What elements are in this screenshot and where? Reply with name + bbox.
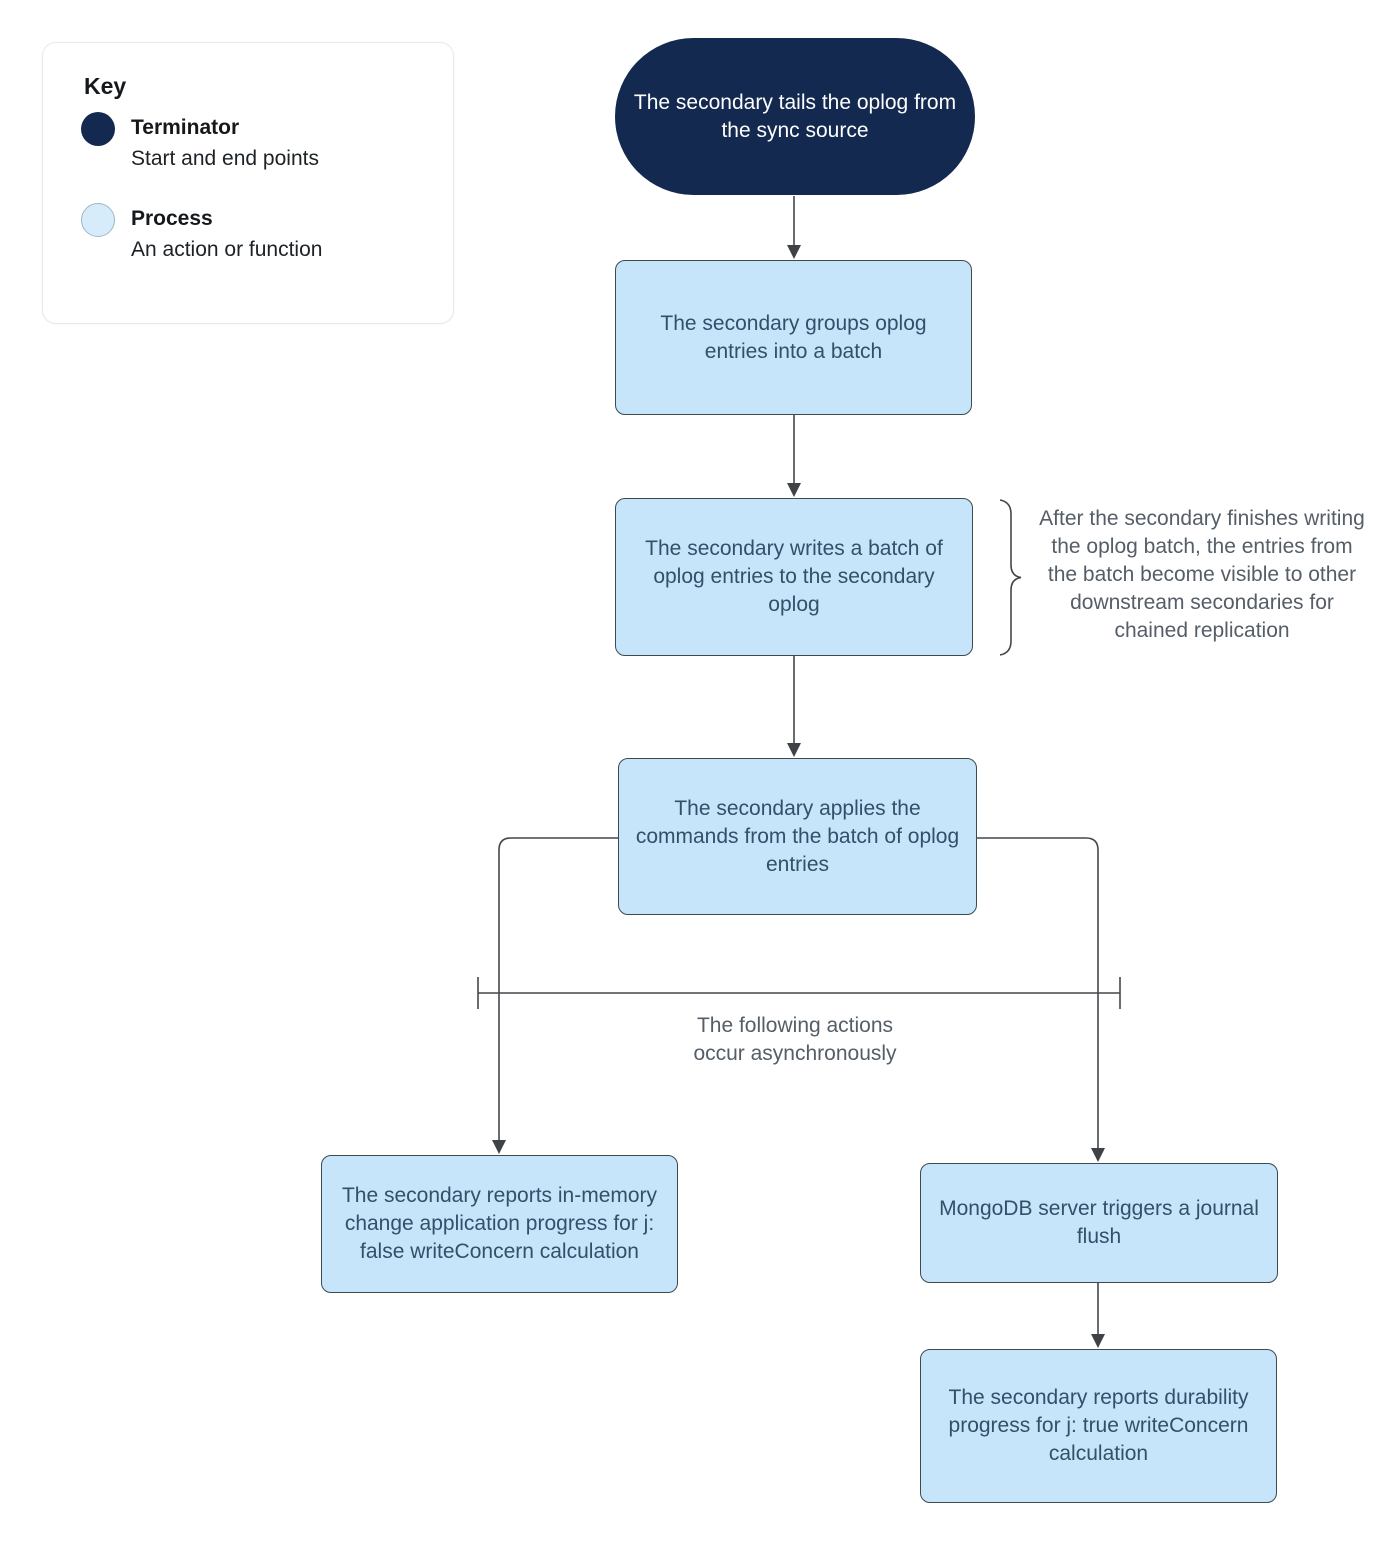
terminator-node-text: The secondary tails the oplog from the s… [633,90,957,142]
arrowhead [1091,1334,1105,1348]
process-node-journal-flush: MongoDB server triggers a journal flush [920,1163,1278,1283]
process-node-text: The secondary applies the commands from … [635,796,960,876]
legend-terminator-description: Start and end points [131,147,319,170]
process-node-report-durability: The secondary reports durability progres… [920,1349,1277,1503]
process-node-apply-commands: The secondary applies the commands from … [618,758,977,915]
terminator-swatch-icon [81,112,115,146]
brace-icon [999,499,1022,656]
arrowhead [1091,1148,1105,1162]
legend-terminator-label: Terminator [131,116,240,139]
connector-left-branch [498,837,618,1140]
async-annotation: The following actions occur asynchronous… [693,1014,897,1065]
arrowhead [787,483,801,497]
process-node-group-batch: The secondary groups oplog entries into … [615,260,972,415]
arrowhead [787,245,801,259]
process-node-write-batch: The secondary writes a batch of oplog en… [615,498,973,656]
arrowhead [787,743,801,757]
arrowhead [492,1140,506,1154]
process-node-text: The secondary reports durability progres… [948,1386,1249,1465]
process-node-text: The secondary writes a batch of oplog en… [645,537,943,616]
legend-process-description: An action or function [131,238,323,261]
terminator-node-start: The secondary tails the oplog from the s… [615,38,975,195]
process-swatch-icon [81,203,115,237]
process-node-text: The secondary groups oplog entries into … [660,311,927,363]
legend-title: Key [84,73,127,99]
legend-process-label: Process [131,207,213,230]
legend-panel: Key Terminator Start and end points Proc… [42,42,454,324]
process-node-text: The secondary reports in-memory change a… [341,1184,658,1263]
connector-right-branch [977,837,1099,1148]
process-node-text: MongoDB server triggers a journal flush [939,1197,1259,1248]
brace-annotation: After the secondary finishes writing the… [1039,507,1365,642]
process-node-report-inmemory: The secondary reports in-memory change a… [321,1155,678,1293]
